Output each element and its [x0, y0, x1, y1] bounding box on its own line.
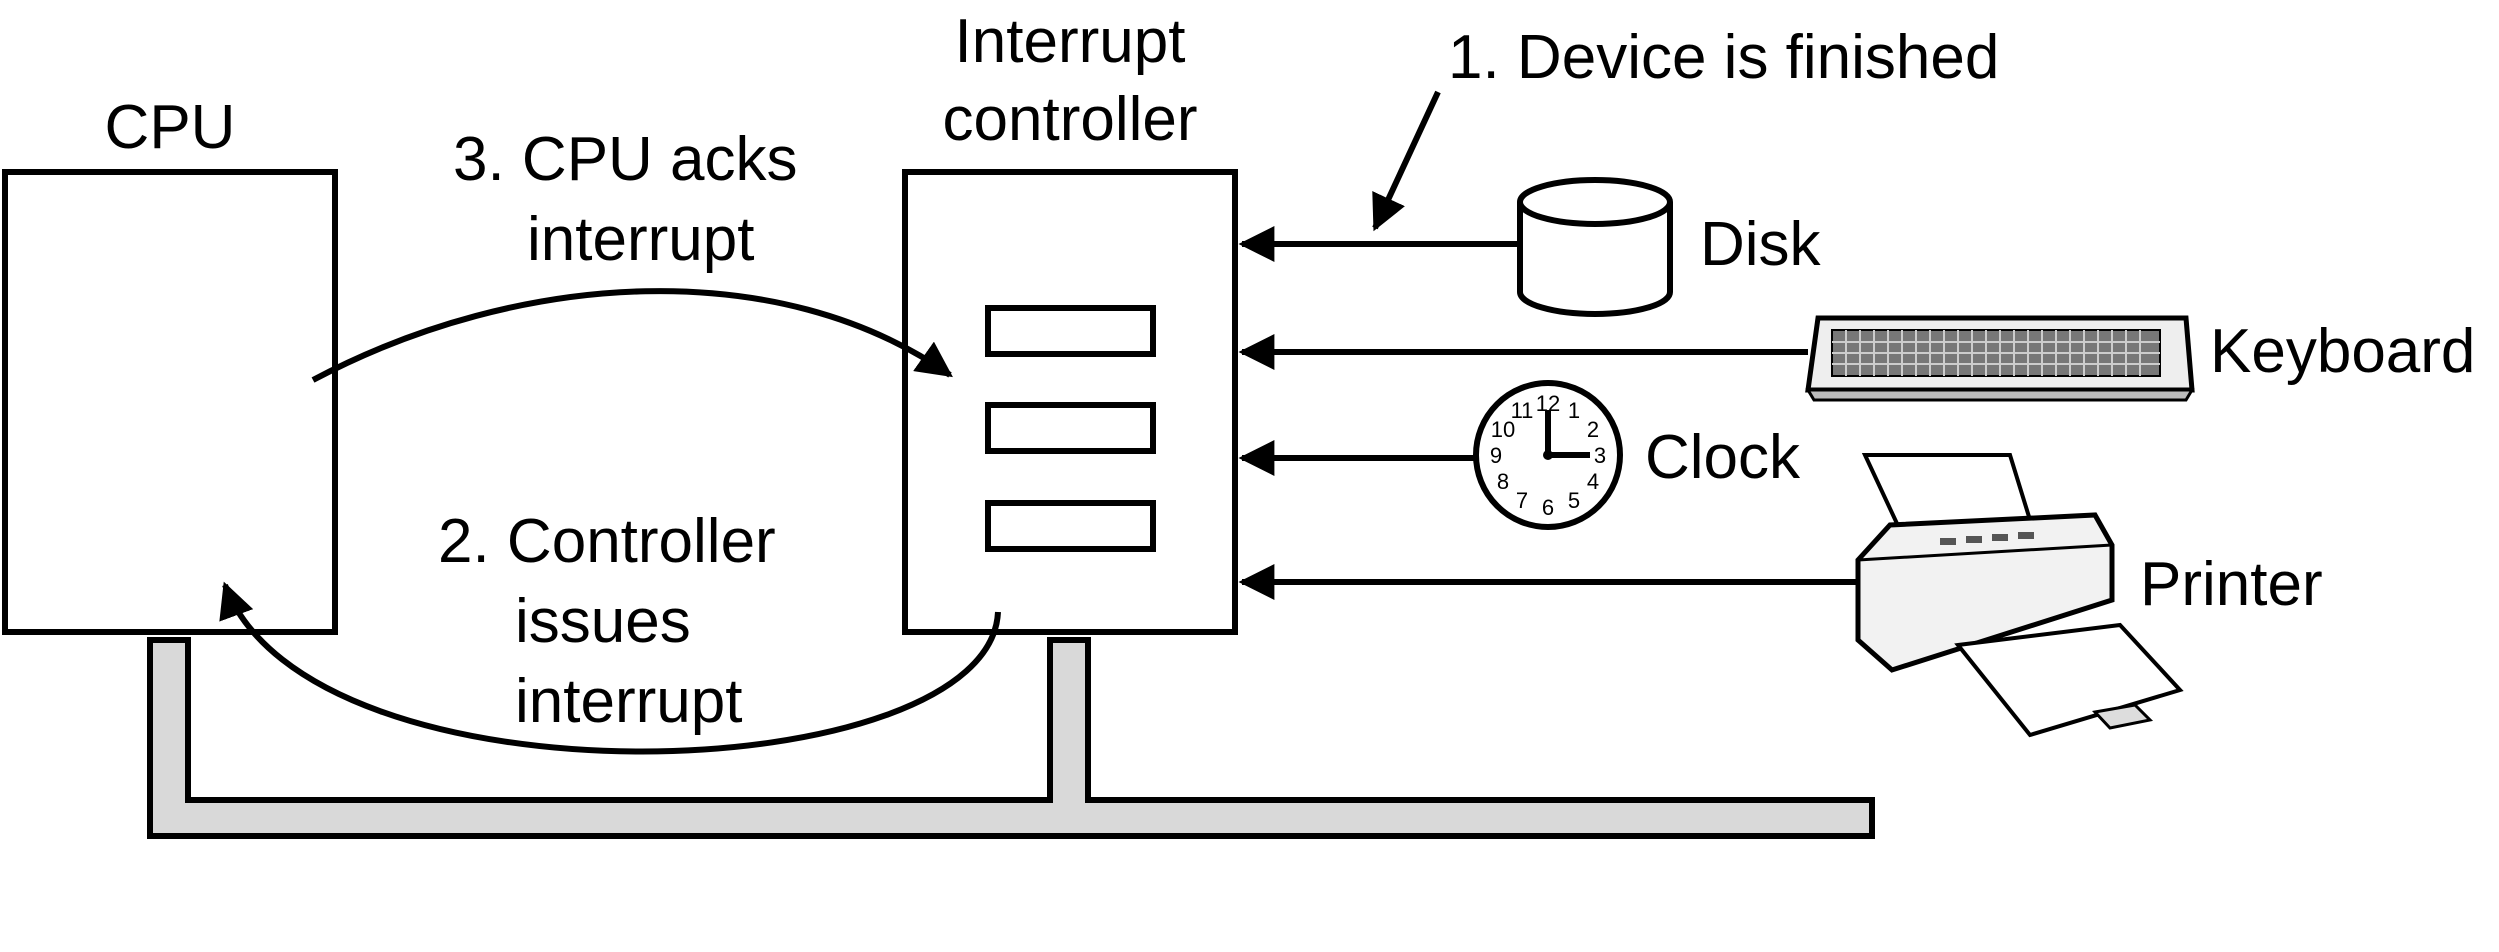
- disk-label: Disk: [1700, 210, 1822, 279]
- clock-numeral: 1: [1568, 398, 1580, 423]
- keyboard-label: Keyboard: [2210, 317, 2475, 386]
- printer-label: Printer: [2140, 550, 2323, 619]
- clock-numeral: 5: [1568, 488, 1580, 513]
- step3-label-line1: 3. CPU acks: [453, 125, 798, 194]
- cpu-ack-arrow: [311, 288, 953, 383]
- device-finished-pointer: [1372, 90, 1441, 232]
- controller-register-1: [985, 305, 1156, 357]
- keyboard-icon: [1805, 315, 2195, 402]
- clock-numeral: 3: [1594, 443, 1606, 468]
- step2-label-line2: issues: [515, 587, 691, 656]
- system-bus: [147, 637, 1875, 839]
- clock-label: Clock: [1645, 423, 1801, 492]
- step3-label-line2: interrupt: [527, 205, 754, 274]
- controller-register-3: [985, 500, 1156, 552]
- controller-register-2: [985, 402, 1156, 454]
- printer-icon: [1855, 453, 2184, 738]
- cpu-box: [2, 169, 338, 635]
- clock-numeral: 10: [1491, 417, 1515, 442]
- clock-numeral: 7: [1516, 488, 1528, 513]
- clock-numeral: 9: [1490, 443, 1502, 468]
- clock-numeral: 8: [1497, 469, 1509, 494]
- clock-numeral: 4: [1587, 469, 1599, 494]
- step1-label: 1. Device is finished: [1448, 23, 1999, 92]
- disk-icon: [1517, 177, 1673, 317]
- interrupt-controller-label-line2: controller: [943, 85, 1198, 154]
- controller-interrupt-arrow: [219, 581, 1001, 755]
- cpu-label: CPU: [105, 93, 236, 162]
- step2-label-line3: interrupt: [515, 667, 742, 736]
- interrupt-controller-label-line1: Interrupt: [955, 7, 1186, 76]
- step2-label-line1: 2. Controller: [438, 507, 776, 576]
- clock-numeral: 6: [1542, 495, 1554, 520]
- clock-numeral: 2: [1587, 417, 1599, 442]
- clock-numeral: 11: [1511, 398, 1534, 423]
